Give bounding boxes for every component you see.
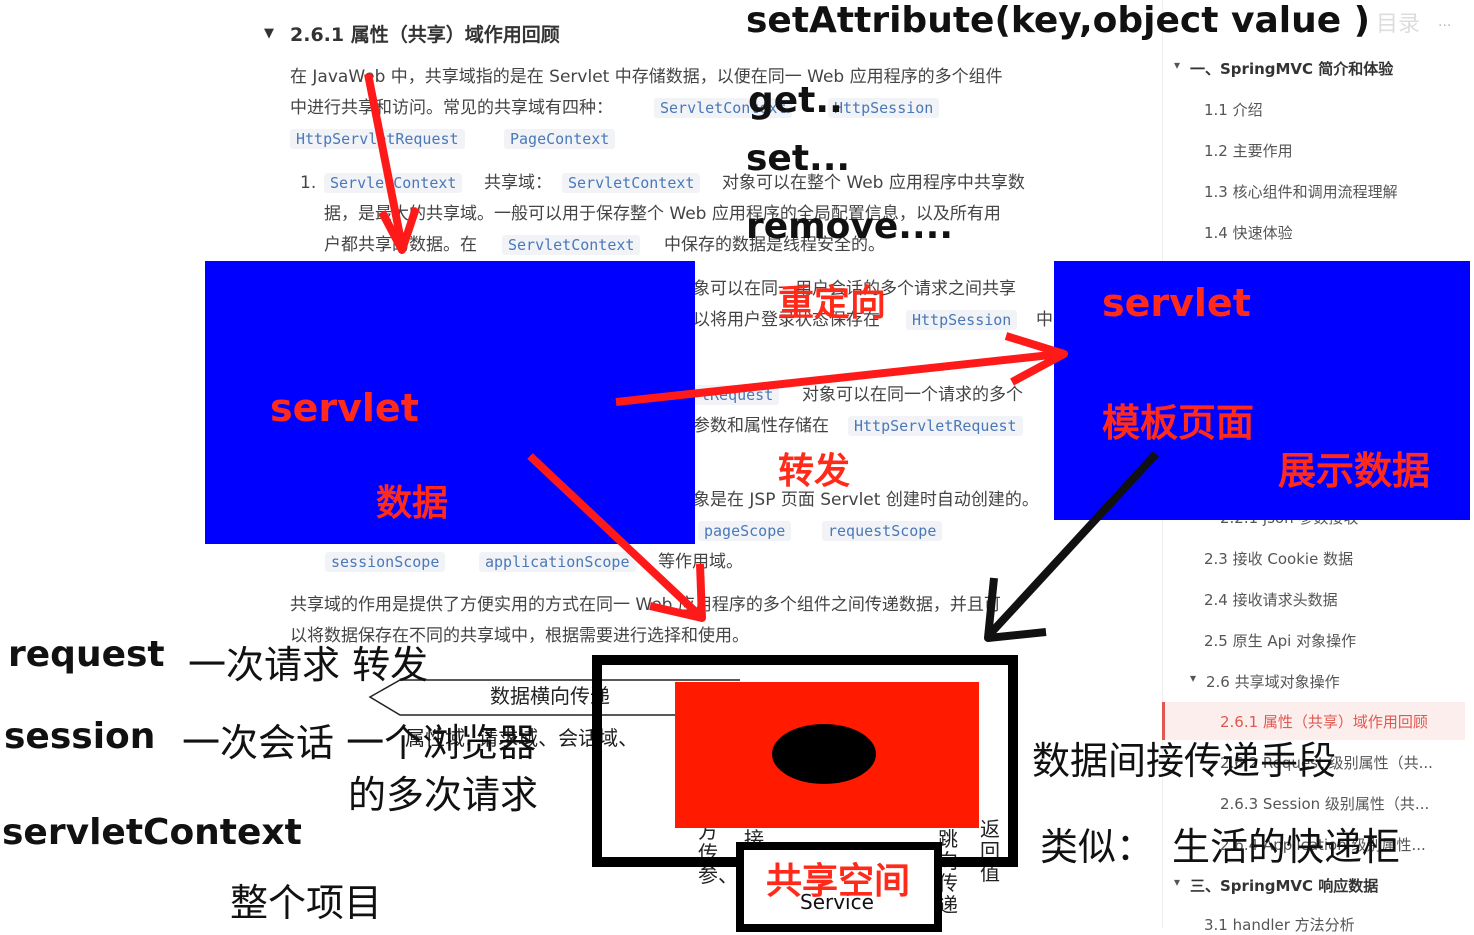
list1-line3-b: 中保存的数据是线程安全的。: [664, 235, 885, 255]
set-label: set...: [746, 138, 851, 179]
code-servletcontext: ServletContext: [502, 235, 641, 255]
toc-caret-icon[interactable]: ▾: [1174, 58, 1181, 72]
shared-space-label: 共享空间: [766, 860, 911, 902]
redirect-label: 重定向: [778, 282, 887, 324]
shared-space-hole: [772, 724, 876, 784]
servlet-right-box: [1054, 261, 1470, 520]
get-label: get..: [748, 80, 843, 121]
toc-item[interactable]: 2.6.4 Application 级别属性...: [1220, 836, 1426, 854]
toc-title: 目录: [1376, 12, 1421, 37]
list4-fragment: 象是在 JSP 页面 Servlet 创建时自动创建的。: [693, 490, 1039, 510]
list2-fragment: 象可以在同一用户会话的多个请求之间共享: [693, 279, 1016, 299]
list3-fragment: 参数和属性存储在: [693, 416, 829, 436]
toc-item[interactable]: 2.6.3 Session 级别属性（共...: [1220, 795, 1430, 813]
toc-item[interactable]: 1.3 核心组件和调用流程理解: [1204, 183, 1398, 201]
black-arrow-diagonal: [987, 451, 1159, 637]
set-attribute-label: setAttribute(key,object value ): [746, 0, 1371, 41]
diagram-arrow-outline: [368, 679, 740, 716]
red-arrow-diagonal: [527, 453, 701, 617]
toc-item[interactable]: 1.4 快速体验: [1204, 224, 1293, 242]
template-page-label: 模板页面: [1102, 400, 1255, 445]
diagram-column: 返回值: [980, 817, 1000, 885]
toc-item[interactable]: 2.6.1 属性（共享）域作用回顾: [1220, 713, 1428, 731]
servletcontext-desc: 整个项目: [230, 881, 383, 925]
toc-item[interactable]: 2.6 共享域对象操作: [1206, 673, 1340, 691]
list3-fragment: 对象可以在同一个请求的多个: [802, 385, 1023, 405]
list2-fragment: 以将用户登录状态保存在: [693, 310, 880, 330]
code-pagecontext: PageContext: [504, 129, 616, 149]
toc-item[interactable]: 三、SpringMVC 响应数据: [1190, 877, 1379, 895]
list1-line2: 据，是最大的共享域。一般可以用于保存整个 Web 应用程序的全局配置信息，以及所…: [324, 204, 1001, 224]
request-label: request: [8, 634, 165, 675]
toc-active-highlight: [1162, 702, 1465, 740]
indirect-transfer-label: 数据间接传递手段: [1032, 739, 1337, 783]
para2-line2: 以将数据保存在不同的共享域中，根据需要进行选择和使用。: [290, 626, 749, 646]
remove-label: remove....: [746, 206, 953, 247]
code-httpsession: HttpSession: [906, 310, 1018, 330]
toc-item[interactable]: 2.4 接收请求头数据: [1204, 591, 1338, 609]
code-servletcontext: ServletContext: [562, 173, 701, 193]
red-arrow-down: [364, 73, 406, 247]
toc-caret-icon[interactable]: ▾: [1190, 671, 1197, 685]
diagram-label: 数据横向传递: [490, 684, 610, 708]
list1-text-b: 对象可以在整个 Web 应用程序中共享数: [722, 173, 1025, 193]
code-httpservletrequest: HttpServletRequest: [848, 416, 1023, 436]
toc-caret-icon[interactable]: ▾: [1174, 875, 1181, 889]
toc-item[interactable]: 1.2 主要作用: [1204, 142, 1293, 160]
forward-label: 转发: [778, 450, 851, 492]
session-desc: 一次会话 一个浏览器: [182, 721, 537, 765]
request-desc: 一次请求 转发: [188, 643, 429, 687]
show-data-label: 展示数据: [1278, 448, 1431, 493]
para1-line1: 在 JavaWeb 中，共享域指的是在 Servlet 中存储数据，以便在同一 …: [290, 67, 1003, 87]
servletcontext-label: servletContext: [2, 812, 302, 853]
code-applicationscope: applicationScope: [479, 552, 636, 572]
similar-label: 类似：: [1040, 825, 1155, 869]
locker-label: 生活的快递柜: [1172, 825, 1401, 869]
list2-fragment: 中: [1036, 310, 1053, 330]
more-icon[interactable]: ···: [1438, 18, 1452, 34]
collapse-caret-icon[interactable]: ▼: [264, 26, 274, 41]
code-servletcontext: ServletContext: [654, 98, 793, 118]
data-left-label: 数据: [376, 482, 449, 524]
toc-item[interactable]: 一、SpringMVC 简介和体验: [1190, 60, 1394, 78]
servlet-left-box: [205, 261, 695, 544]
service-label: Service: [800, 890, 874, 914]
section-heading: 2.6.1 属性（共享）域作用回顾: [290, 24, 560, 46]
toc-item[interactable]: 2.6.2 Request 级别属性（共...: [1220, 754, 1433, 772]
toc-item[interactable]: 2.5 原生 Api 对象操作: [1204, 632, 1357, 650]
code-httpsession: HttpSession: [828, 98, 940, 118]
servlet-left-label: servlet: [270, 386, 419, 430]
toc-item[interactable]: 2.3 接收 Cookie 数据: [1204, 550, 1354, 568]
code-sessionscope: sessionScope: [325, 552, 446, 572]
session-label: session: [4, 716, 156, 757]
servlet-right-label: servlet: [1102, 281, 1251, 325]
toc-item[interactable]: 1.1 介绍: [1204, 101, 1263, 119]
session-desc2: 的多次请求: [348, 773, 539, 817]
scope-suffix: 等作用域。: [658, 552, 743, 572]
code-requestscope: requestScope: [822, 521, 943, 541]
para2-line1: 共享域的作用是提供了方便实用的方式在同一 Web 应用程序的多个组件之间传递数据…: [290, 595, 1001, 615]
list1-number: 1.: [300, 173, 317, 193]
list1-text-a: 共享域：: [484, 173, 552, 193]
code-pagescope: pageScope: [698, 521, 792, 541]
red-arrow-right: [615, 350, 1061, 406]
